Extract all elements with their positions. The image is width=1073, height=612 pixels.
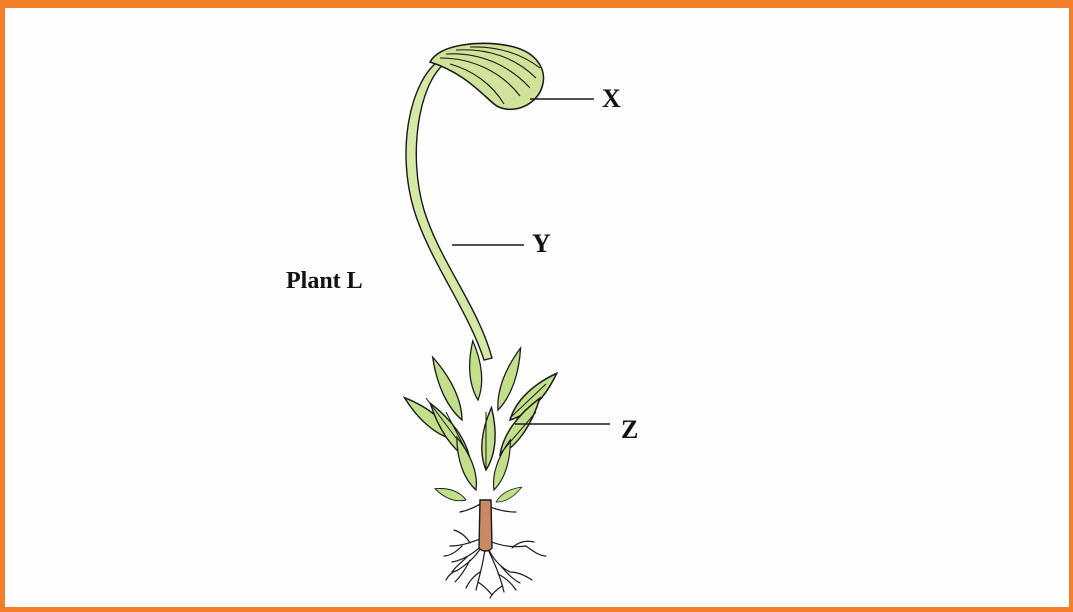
rhizome-base: [479, 500, 492, 551]
label-x: X: [602, 86, 621, 112]
seta-stalk: [406, 60, 492, 360]
diagram-title: Plant L: [286, 269, 363, 293]
leafy-gametophyte: [400, 340, 561, 505]
label-y: Y: [532, 231, 551, 257]
label-z: Z: [621, 417, 638, 443]
rhizoids: [444, 500, 546, 598]
capsule: [430, 43, 543, 109]
